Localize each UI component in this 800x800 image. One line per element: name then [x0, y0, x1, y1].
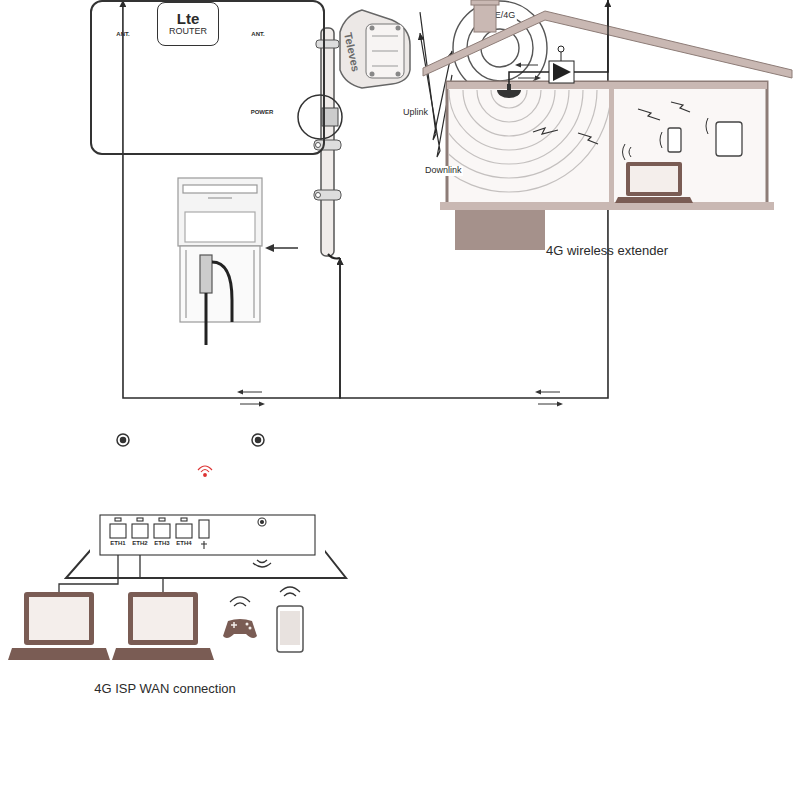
junction-box-inset — [205, 293, 208, 345]
lte-router-text: ANT. — [251, 31, 264, 38]
gamepad — [249, 627, 252, 630]
port-panel — [261, 521, 264, 524]
coax-cable — [123, 0, 340, 398]
gamepad — [246, 623, 249, 626]
junction-box-inset — [178, 178, 262, 345]
tablet — [277, 606, 303, 652]
router-badge-text: Lte — [177, 11, 200, 28]
tablet — [277, 606, 303, 652]
junction-box-inset — [180, 246, 260, 322]
house-extender-text: 4G wireless extender — [546, 244, 668, 258]
port-panel — [181, 518, 187, 521]
port-panel — [159, 518, 165, 521]
cable-direction-arrows — [538, 392, 560, 393]
wifi-symbol — [280, 587, 300, 596]
cable-direction-arrows — [240, 404, 262, 405]
port-panel — [154, 524, 170, 538]
junction-box-inset — [212, 262, 232, 322]
antenna-connector — [121, 438, 126, 443]
antenna-connector — [117, 434, 264, 446]
cable-direction-arrows — [535, 390, 541, 395]
wifi-symbol — [230, 560, 300, 606]
junction-box-inset — [178, 178, 262, 246]
port-panel — [115, 518, 121, 521]
port-panel — [137, 518, 143, 521]
wifi-symbol — [230, 597, 250, 606]
port-panel — [201, 541, 207, 549]
laptop — [24, 592, 94, 645]
inset-arrow — [265, 244, 274, 252]
gamepad — [223, 619, 257, 638]
lte-router-text: ANT. — [116, 31, 129, 38]
port-panel — [132, 524, 148, 538]
section-caption: 4G ISP WAN connection — [94, 682, 236, 696]
laptop — [128, 592, 198, 645]
port-panel — [100, 515, 315, 555]
laptop — [133, 597, 193, 640]
port-panel — [258, 518, 266, 526]
inset-arrow — [265, 244, 298, 252]
lte-router-text: POWER — [251, 109, 274, 116]
cable-direction-arrows — [237, 390, 243, 395]
port-panel — [100, 515, 315, 555]
junction-box-inset — [253, 250, 254, 318]
ethernet-cable — [140, 555, 163, 592]
router-badge-text: ROUTER — [169, 27, 207, 37]
lte-signal-icon — [204, 474, 207, 477]
junction-box-inset — [200, 255, 212, 293]
house-extender-outline — [420, 0, 795, 262]
wifi-symbol — [253, 560, 271, 567]
antenna-connector — [256, 438, 261, 443]
gamepad — [223, 619, 257, 638]
house-extender: 4G wireless extender — [420, 0, 795, 262]
junction-box-inset — [208, 197, 232, 198]
port-label: ETH1 — [110, 540, 125, 547]
antenna-connector — [117, 434, 129, 446]
laptop — [112, 648, 214, 660]
antenna-outline — [296, 0, 420, 258]
cable-direction-arrows — [259, 402, 265, 407]
link-label: Uplink — [402, 108, 429, 118]
link-label: Downlink — [424, 166, 463, 176]
antenna-connector — [252, 434, 264, 446]
router-badge: LteROUTER — [157, 2, 219, 46]
port-label: ETH3 — [154, 540, 169, 547]
junction-box-inset — [185, 212, 255, 242]
port-label: ETH2 — [132, 540, 147, 547]
antenna: Televes — [296, 0, 420, 258]
gamepad — [231, 622, 237, 628]
ethernet-cable — [59, 555, 163, 592]
port-panel — [176, 524, 192, 538]
laptop — [8, 648, 110, 660]
lte-signal-icon — [198, 466, 212, 472]
port-label: ETH4 — [176, 540, 191, 547]
tablet — [280, 611, 300, 645]
junction-box-inset — [183, 185, 257, 193]
cable-direction-arrows — [557, 402, 563, 407]
cable-direction-arrows — [538, 404, 560, 405]
lte-signal-icon — [198, 466, 212, 476]
junction-box-inset — [185, 250, 186, 318]
ethernet-cable — [59, 555, 118, 592]
laptop — [8, 592, 214, 660]
inset-arrow — [272, 247, 298, 249]
router-face — [90, 420, 325, 575]
lte-router: ANT. ANT. POWER LteROUTER — [90, 0, 325, 155]
laptop — [29, 597, 89, 640]
port-panel — [199, 520, 209, 538]
port-panel — [110, 524, 126, 538]
cable-direction-arrows — [240, 392, 262, 393]
